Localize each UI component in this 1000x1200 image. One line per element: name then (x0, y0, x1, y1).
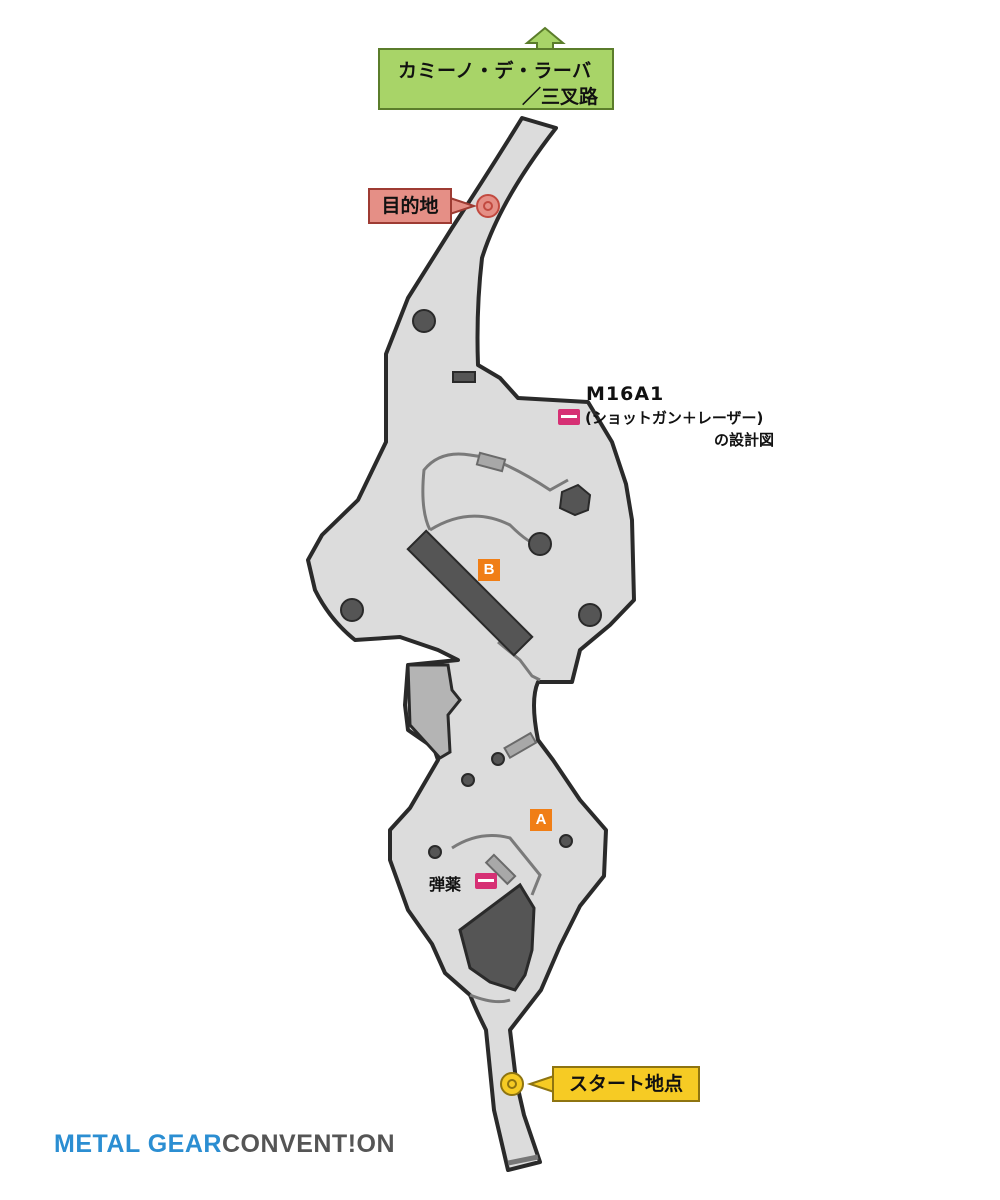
map-obstacle (428, 845, 442, 859)
exit-arrow-icon (524, 26, 566, 51)
map-obstacle (559, 834, 573, 848)
area-marker-b: B (478, 559, 500, 581)
ammo-label: 弾薬 (429, 875, 462, 894)
map-crate (475, 451, 507, 473)
exit-label-line2: ／三叉路 (521, 86, 598, 108)
start-marker-icon (500, 1072, 524, 1096)
map-cliff-line (451, 834, 542, 896)
map-cliff-line (469, 993, 511, 1004)
item-ammo-icon (475, 873, 497, 889)
exit-label-line1: カミーノ・デ・ラーバ (398, 60, 592, 82)
site-logo: METAL GEARCONVENT!ON (54, 1130, 395, 1159)
map-cliff-line (421, 452, 569, 531)
map-small-block (452, 371, 476, 383)
item-blueprint-icon (558, 409, 580, 425)
map-crate (503, 731, 538, 760)
map-obstacle (340, 598, 364, 622)
map-side-room (406, 663, 462, 760)
map-crate (484, 853, 517, 886)
map-floor (306, 116, 636, 1172)
item-description: (ショットガン＋レーザー) (585, 409, 764, 427)
destination-marker-icon (476, 194, 500, 218)
start-label: スタート地点 (552, 1066, 700, 1102)
logo-part2: CONVENT!ON (221, 1130, 396, 1158)
destination-label: 目的地 (368, 188, 452, 224)
map-obstacle (412, 309, 436, 333)
map-obstacle (491, 752, 505, 766)
map-rock-mass (458, 882, 536, 992)
area-marker-a: A (530, 809, 552, 831)
map-obstacle (461, 773, 475, 787)
map-obstacle (528, 532, 552, 556)
item-description-line2: の設計図 (714, 431, 775, 449)
exit-label: カミーノ・デ・ラーバ ／三叉路 (378, 48, 614, 110)
map-obstacle (578, 603, 602, 627)
south-exit-line (507, 1154, 539, 1166)
start-pointer-icon (526, 1074, 555, 1094)
map-wall-long (406, 529, 534, 657)
item-name: M16A1 (586, 383, 665, 405)
map-boulder (558, 483, 592, 517)
logo-part1: METAL GEAR (54, 1130, 222, 1158)
